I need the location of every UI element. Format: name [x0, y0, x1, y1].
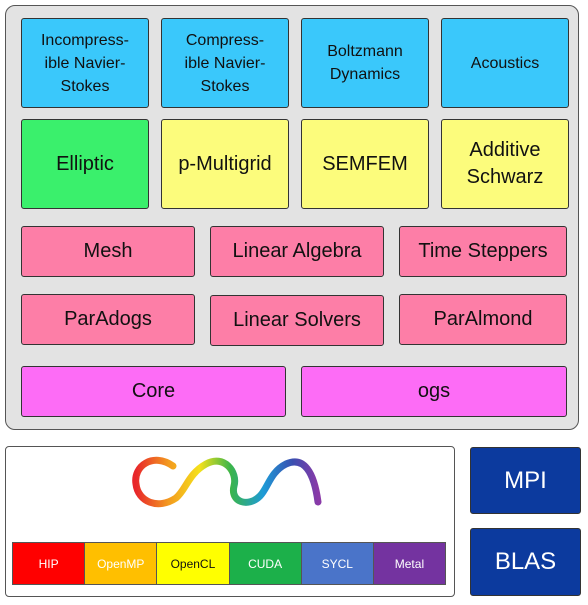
backend-metal: Metal	[373, 543, 446, 584]
occa-logo-icon	[132, 456, 322, 508]
backend-openmp: OpenMP	[85, 543, 158, 584]
blas-box: BLAS	[470, 528, 581, 596]
occa-backends-bar: HIP OpenMP OpenCL CUDA SYCL Metal	[12, 542, 446, 585]
backend-hip: HIP	[13, 543, 86, 584]
linear-solvers-box: Linear Solvers	[210, 295, 384, 346]
paralmond-box: ParAlmond	[399, 294, 567, 345]
backend-sycl: SYCL	[301, 543, 374, 584]
acoustics-box: Acoustics	[441, 18, 569, 108]
additive-schwarz-box: Additive Schwarz	[441, 119, 569, 209]
time-steppers-box: Time Steppers	[399, 226, 567, 277]
p-multigrid-box: p-Multigrid	[161, 119, 289, 209]
incompressible-navier-stokes-box: Incompress- ible Navier- Stokes	[21, 18, 149, 108]
boltzmann-dynamics-box: Boltzmann Dynamics	[301, 18, 429, 108]
paradogs-box: ParAdogs	[21, 294, 195, 345]
mpi-box: MPI	[470, 447, 581, 514]
ogs-box: ogs	[301, 366, 567, 417]
elliptic-box: Elliptic	[21, 119, 149, 209]
backend-cuda: CUDA	[229, 543, 302, 584]
mesh-box: Mesh	[21, 226, 195, 277]
semfem-box: SEMFEM	[301, 119, 429, 209]
compressible-navier-stokes-box: Compress- ible Navier- Stokes	[161, 18, 289, 108]
core-box: Core	[21, 366, 286, 417]
backend-opencl: OpenCL	[157, 543, 230, 584]
linear-algebra-box: Linear Algebra	[210, 226, 384, 277]
